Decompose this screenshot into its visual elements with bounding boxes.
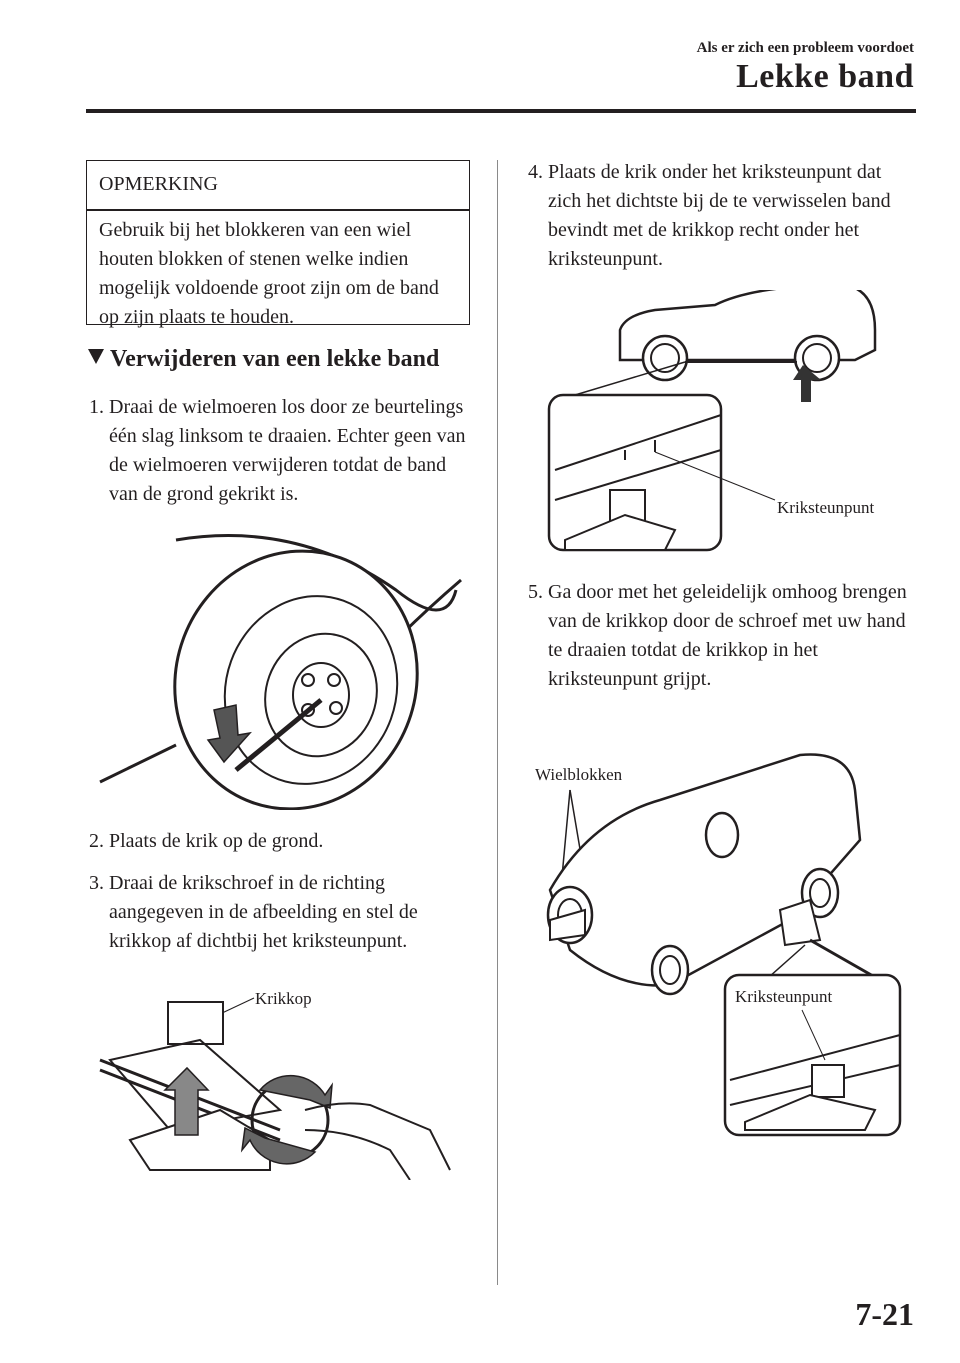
page-title: Lekke band	[736, 58, 914, 95]
step-text: Ga door met het geleidelijk omhoog breng…	[548, 581, 907, 690]
step-2: 2. Plaats de krik op de grond.	[89, 827, 479, 859]
step-number: 3.	[89, 872, 104, 894]
triangle-bullet-icon	[88, 349, 104, 364]
step-number: 1.	[89, 396, 104, 418]
header-divider	[86, 109, 916, 113]
jack-point-label-2: Kriksteunpunt	[735, 987, 833, 1006]
wheel-chocks-label: Wielblokken	[535, 765, 623, 784]
step-number: 2.	[89, 830, 104, 852]
step-number: 4.	[528, 161, 543, 183]
jack-point-illustration: Kriksteunpunt	[545, 290, 905, 560]
jack-point-label: Kriksteunpunt	[777, 498, 875, 517]
step-number: 5.	[528, 581, 543, 603]
step-1: 1. Draai de wielmoeren los door ze beurt…	[89, 393, 479, 543]
wheel-chocks-illustration: Wielblokken Kriksteunpunt	[530, 750, 910, 1145]
jack-head-label: Krikkop	[255, 989, 312, 1008]
step-4: 4. Plaats de krik onder het kriksteunpun…	[528, 158, 928, 283]
section-heading: Verwijderen van een lekke band	[88, 346, 439, 373]
step-text: Plaats de krik onder het kriksteunpunt d…	[548, 161, 891, 270]
section-heading-text: Verwijderen van een lekke band	[110, 346, 440, 372]
note-box: OPMERKING Gebruik bij het blokkeren van …	[86, 160, 470, 328]
note-text: Gebruik bij het blokkeren van een wiel h…	[99, 219, 439, 328]
note-divider	[87, 209, 469, 211]
step-5: 5. Ga door met het geleidelijk omhoog br…	[528, 578, 928, 703]
step-text: Draai de wielmoeren los door ze beurteli…	[109, 396, 466, 505]
step-text: Draai de krikschroef in de richting aang…	[109, 872, 418, 952]
header-section-title: Als er zich een probleem voordoet	[696, 40, 914, 56]
wheel-wrench-illustration	[96, 530, 466, 810]
step-text: Plaats de krik op de grond.	[109, 830, 324, 852]
column-divider	[497, 160, 498, 1285]
page-number: 7-21	[855, 1296, 914, 1332]
note-heading: OPMERKING	[99, 173, 218, 195]
step-3: 3. Draai de krikschroef in de richting a…	[89, 869, 479, 964]
scissor-jack-illustration: Krikkop	[90, 980, 460, 1180]
